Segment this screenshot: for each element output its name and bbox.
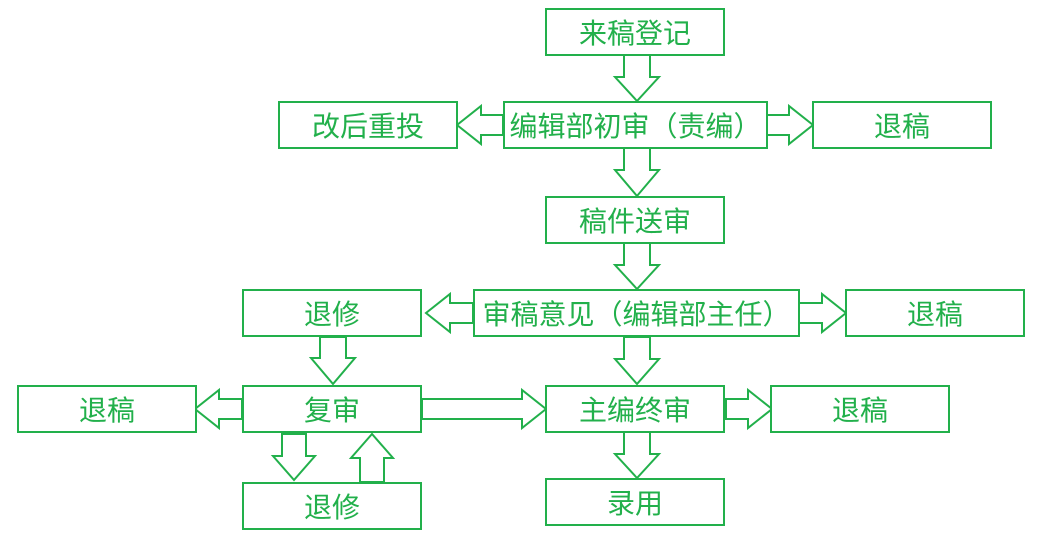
arrow-final-review-to-reject-4 — [725, 387, 774, 431]
arrow-review-opinion-to-revise-1 — [424, 291, 474, 335]
arrow-re-review-to-reject-3 — [193, 387, 243, 431]
arrow-revise-1-to-re-review — [308, 336, 358, 386]
node-revise-2: 退修 — [242, 482, 422, 530]
arrow-re-review-to-final-review — [421, 387, 548, 431]
arrow-initial-review-to-revise-resubmit — [455, 103, 504, 147]
node-reject-1: 退稿 — [812, 101, 992, 149]
arrow-final-review-to-accept — [612, 431, 662, 480]
node-reject-4: 退稿 — [770, 385, 950, 433]
arrow-review-opinion-to-reject-2 — [798, 291, 848, 335]
node-review-opinion: 审稿意见（编辑部主任） — [473, 289, 800, 337]
node-accept: 录用 — [545, 478, 725, 526]
node-re-review: 复审 — [242, 385, 422, 433]
node-reject-3: 退稿 — [17, 385, 197, 433]
node-initial-review: 编辑部初审（责编） — [503, 101, 768, 149]
node-revise-1: 退修 — [242, 289, 422, 337]
arrow-re-review-to-revise-2 — [270, 433, 318, 482]
node-send-review: 稿件送审 — [545, 196, 725, 244]
node-register: 来稿登记 — [545, 8, 725, 56]
arrow-review-opinion-to-final-review — [612, 336, 662, 386]
node-final-review: 主编终审 — [545, 385, 725, 433]
arrow-initial-review-to-reject-1 — [766, 103, 815, 147]
arrow-initial-review-to-send-review — [612, 147, 662, 198]
arrow-revise-2-to-re-review — [348, 432, 396, 483]
node-reject-2: 退稿 — [845, 289, 1025, 337]
node-revise-resubmit: 改后重投 — [278, 101, 458, 149]
arrow-send-review-to-review-opinion — [612, 242, 662, 291]
arrow-register-to-initial-review — [612, 54, 662, 103]
